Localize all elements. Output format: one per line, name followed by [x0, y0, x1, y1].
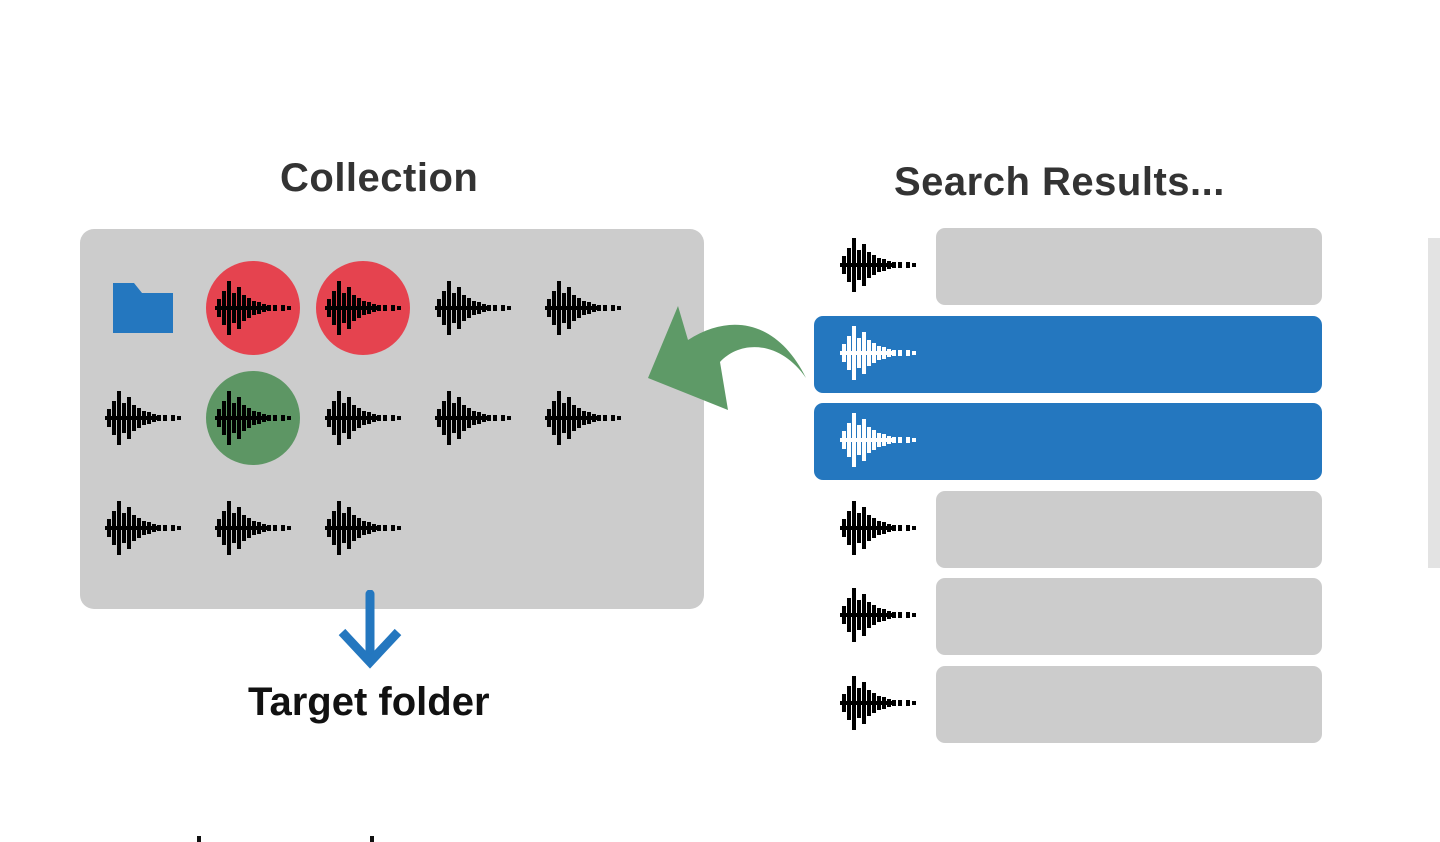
sound-wave-icon — [435, 281, 511, 335]
result-bar — [936, 491, 1322, 568]
side-scrollbar[interactable] — [1428, 238, 1440, 568]
green-marker — [206, 371, 300, 465]
target-folder-label: Target folder — [248, 680, 490, 724]
result-bar — [936, 578, 1322, 655]
collection-panel[interactable] — [80, 229, 704, 609]
collection-sound-item[interactable] — [528, 363, 638, 473]
collection-sound-item[interactable] — [198, 473, 308, 583]
collection-sound-item[interactable] — [308, 363, 418, 473]
sound-wave-icon — [325, 391, 401, 445]
collection-sound-item[interactable] — [88, 473, 198, 583]
sound-wave-icon — [840, 326, 916, 380]
down-arrow-icon — [338, 590, 402, 669]
sound-wave-icon — [840, 676, 916, 730]
sound-wave-icon — [215, 391, 291, 445]
sound-wave-icon — [325, 501, 401, 555]
collection-sound-item[interactable] — [198, 363, 308, 473]
sound-wave-icon — [435, 391, 511, 445]
search-result-row[interactable] — [814, 491, 1322, 568]
collection-folder[interactable] — [88, 253, 198, 363]
search-results-title: Search Results... — [894, 160, 1225, 204]
sound-wave-icon — [215, 281, 291, 335]
search-result-row[interactable] — [814, 228, 1322, 305]
sound-wave-icon — [105, 391, 181, 445]
sound-wave-icon — [105, 501, 181, 555]
result-bar — [936, 228, 1322, 305]
folder-icon — [113, 283, 173, 333]
collection-sound-item[interactable] — [418, 363, 528, 473]
red-marker — [316, 261, 410, 355]
sound-wave-icon — [840, 501, 916, 555]
sound-wave-icon — [840, 238, 916, 292]
add-to-collection-arrow-icon — [648, 306, 806, 410]
search-result-row[interactable] — [814, 578, 1322, 655]
collection-sound-item[interactable] — [88, 363, 198, 473]
collection-title: Collection — [280, 156, 479, 200]
sound-wave-icon — [215, 501, 291, 555]
collection-sound-item[interactable] — [308, 253, 418, 363]
sound-wave-icon — [840, 588, 916, 642]
collection-sound-item[interactable] — [308, 473, 418, 583]
collection-sound-item[interactable] — [418, 253, 528, 363]
collection-sound-item[interactable] — [528, 253, 638, 363]
search-result-row-selected[interactable] — [814, 403, 1322, 480]
sound-wave-icon — [545, 281, 621, 335]
sound-wave-icon — [325, 281, 401, 335]
sound-wave-icon — [840, 413, 916, 467]
bottom-edge-marks — [197, 836, 374, 842]
search-result-row[interactable] — [814, 666, 1322, 743]
collection-sound-item[interactable] — [198, 253, 308, 363]
result-bar — [936, 666, 1322, 743]
red-marker — [206, 261, 300, 355]
search-result-row-selected[interactable] — [814, 316, 1322, 393]
sound-wave-icon — [545, 391, 621, 445]
